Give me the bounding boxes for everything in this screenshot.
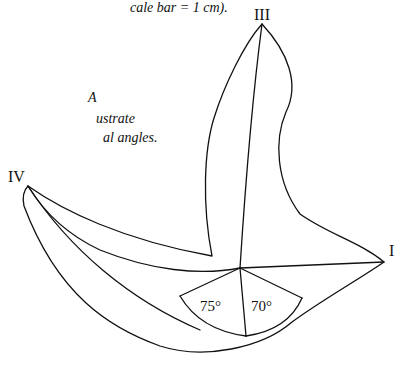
caption-fragment: al angles. <box>103 130 157 145</box>
caption-fragment: A <box>88 90 97 105</box>
axis-III <box>240 24 262 268</box>
angle-line <box>240 268 302 298</box>
caption-fragment: cale bar = 1 cm). <box>130 0 228 15</box>
angle-line <box>240 268 246 336</box>
arm-number: I <box>389 242 394 260</box>
angle-line <box>180 268 240 296</box>
arm-inner-line <box>28 186 200 330</box>
angle-arc <box>246 298 302 336</box>
angle-value: 70° <box>250 298 273 315</box>
spicule-outline <box>23 24 384 352</box>
angle-value: 75° <box>199 298 222 315</box>
axis-I <box>240 262 384 268</box>
arm-number: IV <box>8 168 25 186</box>
caption-fragment: ustrate <box>96 111 135 126</box>
arm-number: III <box>254 6 270 24</box>
angle-arc <box>180 296 246 336</box>
axis-IV <box>28 186 240 271</box>
